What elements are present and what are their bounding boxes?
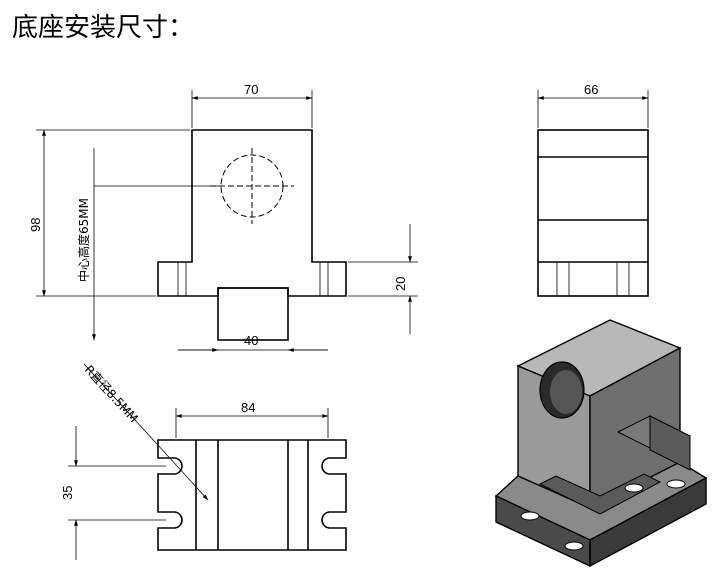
front-bottom-block bbox=[217, 287, 289, 341]
page-title: 底座安装尺寸： bbox=[12, 13, 194, 43]
dim-slot-spacing: 35 bbox=[60, 486, 75, 500]
dim-front-width: 70 bbox=[244, 82, 258, 97]
center-height-note: 中心高度65MM bbox=[76, 198, 91, 282]
side-body-outline bbox=[537, 129, 649, 297]
side-view: 66 bbox=[537, 82, 649, 297]
top-body-outline bbox=[157, 439, 347, 551]
front-view: 70 98 中心高度65MM 20 40 bbox=[28, 82, 418, 352]
dim-foot-height: 20 bbox=[393, 277, 408, 291]
isometric-view bbox=[494, 319, 708, 568]
top-view: 84 35 R直径8.5MM bbox=[60, 363, 347, 560]
iso-base-side bbox=[589, 476, 707, 568]
dim-bottom-width: 40 bbox=[244, 333, 258, 348]
dim-side-width: 66 bbox=[584, 82, 598, 97]
slot-radius-note: R直径8.5MM bbox=[82, 363, 141, 426]
dim-front-height: 98 bbox=[28, 218, 43, 232]
dim-hole-spacing: 84 bbox=[241, 400, 255, 415]
